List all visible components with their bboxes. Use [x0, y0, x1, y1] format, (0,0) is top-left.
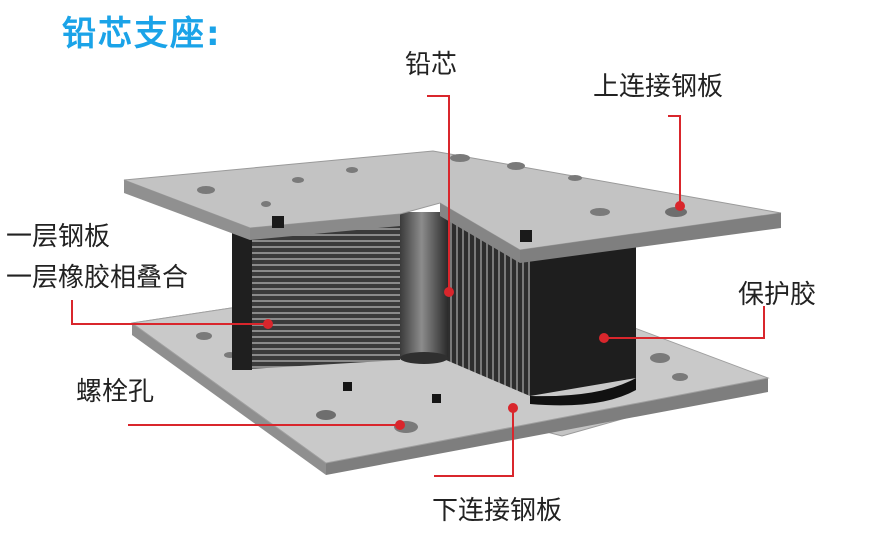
leader-protective — [604, 306, 765, 339]
diagram-title: 铅芯支座: — [62, 14, 222, 54]
label-bolt-hole: 螺栓孔 — [76, 377, 155, 407]
label-steel-layer: 一层钢板 — [6, 222, 111, 252]
label-lead-core: 铅芯 — [405, 50, 458, 80]
label-upper-plate: 上连接钢板 — [593, 72, 724, 102]
leader-lower-plate — [434, 408, 514, 477]
leader-upper-plate — [668, 115, 681, 206]
leader-lead-core — [427, 95, 450, 292]
label-rubber-layer: 一层橡胶相叠合 — [6, 263, 189, 293]
label-protective-rubber: 保护胶 — [738, 280, 817, 310]
leader-lines — [71, 95, 765, 477]
upper-plate — [123, 150, 782, 263]
label-lower-plate: 下连接钢板 — [432, 496, 563, 526]
lead-core — [400, 212, 448, 364]
leader-dots — [263, 201, 685, 430]
leader-laminate — [71, 300, 268, 325]
